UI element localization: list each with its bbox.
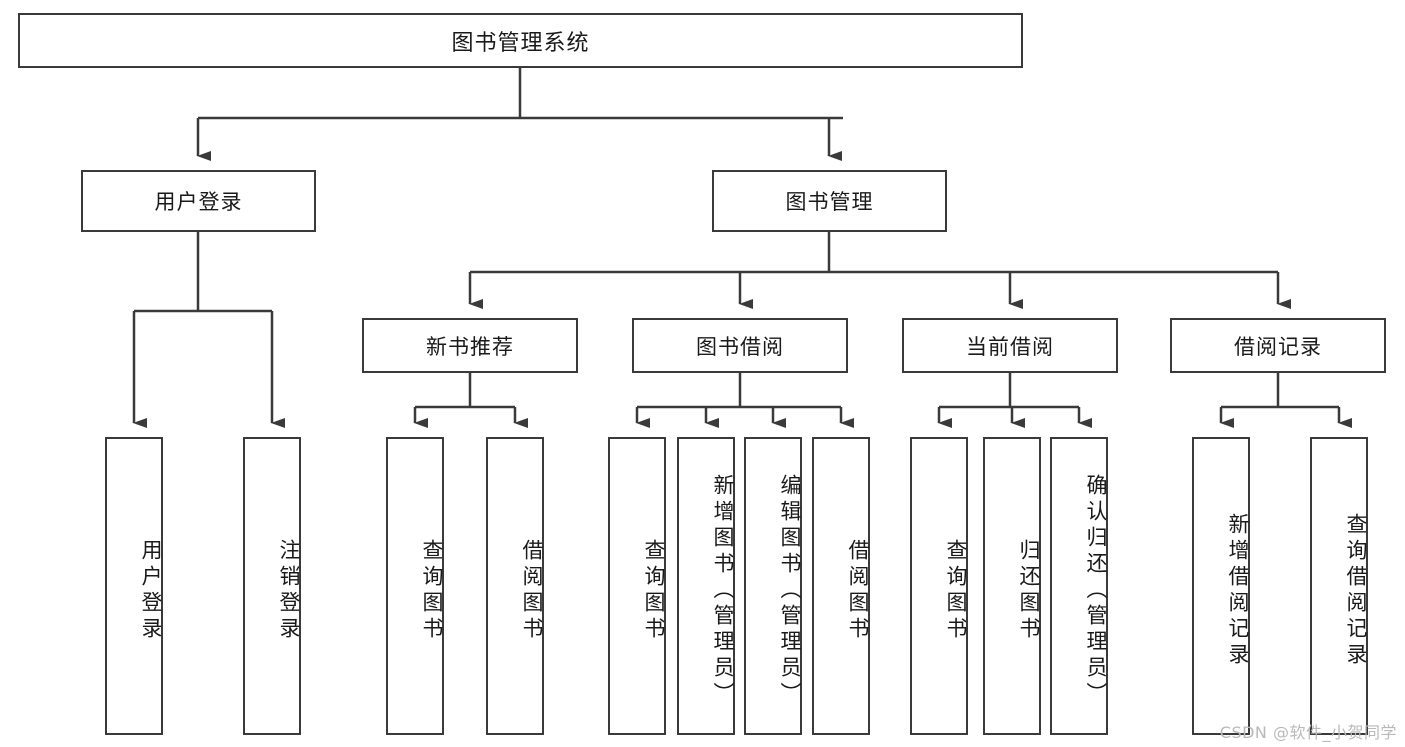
leaf-edit-book[interactable]: 编辑图书（管理员） <box>744 437 802 735</box>
leaf-confirm-return-label: 确认归还（管理员） <box>1084 474 1108 708</box>
leaf-query-book-2[interactable]: 查询图书 <box>608 437 666 735</box>
leaf-confirm-return[interactable]: 确认归还（管理员） <box>1050 437 1108 735</box>
leaf-borrow-book-1[interactable]: 借阅图书 <box>486 437 544 735</box>
leaf-logout-label: 注销登录 <box>277 539 301 643</box>
leaf-query-book-3-label: 查询图书 <box>944 539 968 643</box>
node-book-manage[interactable]: 图书管理 <box>712 170 947 232</box>
node-user-login[interactable]: 用户登录 <box>81 170 316 232</box>
leaf-query-book-2-label: 查询图书 <box>642 539 666 643</box>
leaf-add-borrow-record[interactable]: 新增借阅记录 <box>1192 437 1250 735</box>
leaf-user-login[interactable]: 用户登录 <box>105 437 163 735</box>
leaf-query-borrow-record-label: 查询借阅记录 <box>1344 513 1368 669</box>
leaf-query-book-1-label: 查询图书 <box>420 539 444 643</box>
node-new-book-recommend-label: 新书推荐 <box>426 334 514 359</box>
leaf-query-book-1[interactable]: 查询图书 <box>386 437 444 735</box>
watermark: CSDN @软件_小贺同学 <box>1219 723 1397 742</box>
leaf-borrow-book-2[interactable]: 借阅图书 <box>812 437 870 735</box>
leaf-edit-book-label: 编辑图书（管理员） <box>778 474 802 708</box>
leaf-add-borrow-record-label: 新增借阅记录 <box>1226 513 1250 669</box>
leaf-query-book-3[interactable]: 查询图书 <box>910 437 968 735</box>
node-current-borrow[interactable]: 当前借阅 <box>902 318 1118 373</box>
leaf-borrow-book-2-label: 借阅图书 <box>846 539 870 643</box>
node-root-label: 图书管理系统 <box>451 30 590 56</box>
node-user-login-label: 用户登录 <box>154 190 243 214</box>
leaf-return-book[interactable]: 归还图书 <box>983 437 1041 735</box>
node-root[interactable]: 图书管理系统 <box>18 13 1023 68</box>
node-book-borrow[interactable]: 图书借阅 <box>632 318 848 373</box>
node-book-borrow-label: 图书借阅 <box>696 334 784 359</box>
leaf-add-book[interactable]: 新增图书（管理员） <box>677 437 735 735</box>
leaf-return-book-label: 归还图书 <box>1017 539 1041 643</box>
leaf-logout[interactable]: 注销登录 <box>243 437 301 735</box>
node-borrow-record[interactable]: 借阅记录 <box>1170 318 1386 373</box>
node-borrow-record-label: 借阅记录 <box>1234 334 1322 359</box>
node-new-book-recommend[interactable]: 新书推荐 <box>362 318 578 373</box>
leaf-query-borrow-record[interactable]: 查询借阅记录 <box>1310 437 1368 735</box>
leaf-add-book-label: 新增图书（管理员） <box>711 474 735 708</box>
node-book-manage-label: 图书管理 <box>785 190 874 214</box>
leaf-borrow-book-1-label: 借阅图书 <box>520 539 544 643</box>
node-current-borrow-label: 当前借阅 <box>966 334 1054 359</box>
leaf-user-login-label: 用户登录 <box>139 539 163 643</box>
